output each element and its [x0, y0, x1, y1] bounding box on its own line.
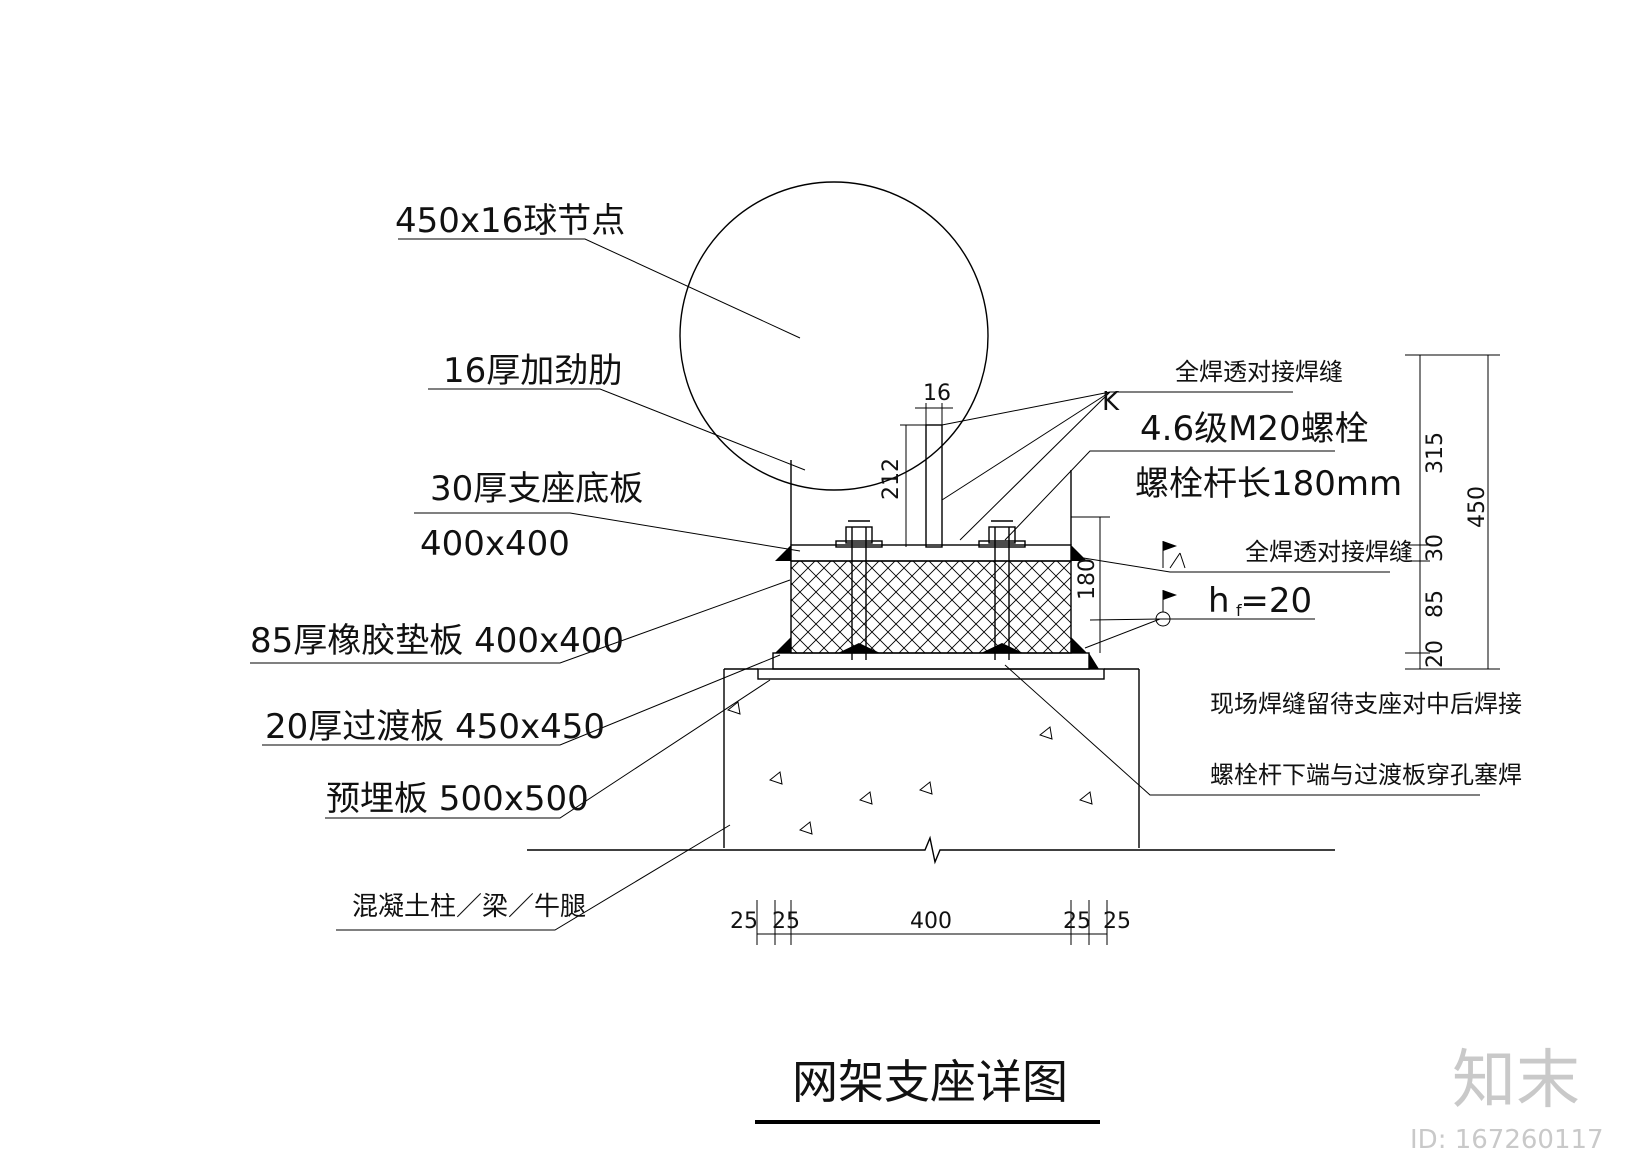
label-bolt-grade: 4.6级M20螺栓	[1140, 409, 1369, 449]
drawing-title: 网架支座详图	[792, 1055, 1068, 1109]
dim-bot-25d: 25	[1103, 909, 1131, 934]
right-dim-chain	[1405, 354, 1500, 670]
dim-bot-25c: 25	[1063, 909, 1091, 934]
right-leaders	[941, 391, 1480, 796]
weld-flag-symbols	[1155, 541, 1186, 627]
label-weld-full-top: 全焊透对接焊缝	[1175, 358, 1343, 386]
watermark-brand: 知末	[1452, 1044, 1580, 1118]
dim-seg-30: 30	[1423, 534, 1448, 562]
dim-stiffener-h: 212	[879, 458, 904, 500]
transition-plate	[772, 652, 1090, 670]
stiffener-dims	[900, 403, 953, 547]
label-weld-full-mid: 全焊透对接焊缝	[1245, 538, 1413, 566]
label-rubber-pad: 85厚橡胶垫板 400x400	[250, 621, 624, 661]
weld-marks	[775, 545, 1099, 669]
ball-node	[679, 181, 989, 491]
dim-seg-20: 20	[1423, 640, 1448, 668]
embedded-plate	[757, 668, 1105, 680]
dim-bolt-h: 180	[1075, 558, 1100, 600]
label-weld-k: K	[1102, 387, 1120, 417]
label-base-plate-2: 400x400	[420, 524, 570, 564]
label-weld-hf: h =20	[1208, 581, 1312, 621]
ground-break-line	[527, 835, 1335, 865]
label-weld-note-site: 现场焊缝留待支座对中后焊接	[1210, 690, 1522, 718]
bolt-height-dim	[1071, 516, 1110, 653]
label-stiffener: 16厚加劲肋	[443, 351, 622, 391]
bottom-dim-chain	[756, 900, 1108, 945]
dim-bot-25a: 25	[730, 909, 758, 934]
watermark-id: ID: 167260117	[1410, 1125, 1604, 1155]
left-leaders	[250, 238, 806, 931]
dim-stiffener-thk: 16	[923, 381, 951, 406]
bolt-left	[835, 520, 883, 660]
label-concrete: 混凝土柱／梁／牛腿	[352, 892, 586, 922]
label-weld-note-plug: 螺栓杆下端与过渡板穿孔塞焊	[1210, 761, 1522, 789]
bolt-right	[978, 520, 1026, 660]
label-bolt-length: 螺栓杆长180mm	[1135, 464, 1402, 504]
dim-total-h: 450	[1465, 486, 1490, 528]
label-embedded-plate: 预埋板 500x500	[326, 779, 589, 819]
dim-bot-25b: 25	[772, 909, 800, 934]
concrete-aggregate	[726, 701, 1093, 835]
dim-bot-400: 400	[910, 909, 952, 934]
label-weld-hf-sub: f	[1236, 601, 1242, 620]
label-base-plate-1: 30厚支座底板	[430, 469, 643, 509]
central-rib	[925, 424, 943, 548]
label-ball-node: 450x16球节点	[395, 201, 625, 241]
dim-seg-85: 85	[1423, 590, 1448, 618]
label-transition-plate: 20厚过渡板 450x450	[265, 707, 605, 747]
dim-seg-315: 315	[1423, 432, 1448, 474]
rubber-pad	[790, 560, 1072, 654]
